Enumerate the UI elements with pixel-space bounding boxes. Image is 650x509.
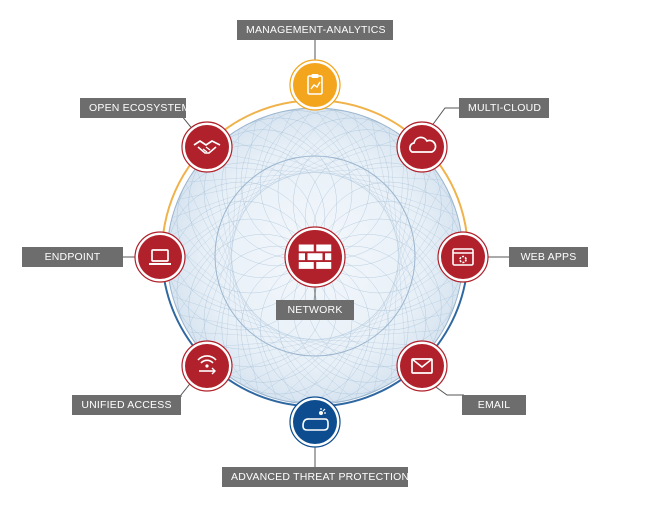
- mesh-chord: [278, 236, 462, 400]
- mesh-chord: [353, 112, 434, 345]
- node-advanced-threat-protection: [289, 396, 341, 448]
- node-disc: [293, 400, 337, 444]
- label-open-ecosystem: OPEN ECOSYSTEM: [80, 98, 190, 118]
- mesh-chord: [167, 238, 354, 400]
- mesh-chord: [178, 149, 419, 200]
- mesh-chord: [336, 181, 444, 403]
- node-unified-access: [181, 340, 233, 392]
- handshake-icon: [193, 139, 221, 154]
- mesh-chord: [258, 119, 464, 254]
- connector-multi-cloud: [430, 107, 460, 128]
- browser-gear-icon: [452, 248, 474, 266]
- node-endpoint: [134, 231, 186, 283]
- mesh-chord: [355, 165, 433, 399]
- node-multi-cloud: [396, 121, 448, 173]
- mesh-chord: [390, 138, 406, 384]
- envelope-icon: [411, 358, 433, 374]
- mesh-chord: [166, 258, 372, 393]
- node-email: [396, 340, 448, 392]
- mesh-chord: [197, 113, 275, 347]
- mesh-chord: [171, 219, 335, 403]
- mesh-chord: [177, 201, 316, 405]
- mesh-chord: [172, 296, 406, 374]
- mesh-chord: [317, 199, 452, 405]
- connector-unified-access: [180, 379, 194, 397]
- mesh-chord: [240, 127, 462, 235]
- nodes-layer: [134, 59, 489, 448]
- mesh-chord: [171, 108, 333, 295]
- mesh-chord: [295, 109, 459, 293]
- mesh-chord: [186, 109, 294, 331]
- label-email: EMAIL: [462, 395, 526, 415]
- label-network: NETWORK: [276, 300, 354, 320]
- node-disc: [400, 125, 444, 169]
- node-open-ecosystem: [181, 121, 233, 173]
- label-management-analytics: MANAGEMENT-ANALYTICS: [237, 20, 393, 40]
- mesh-chord: [187, 331, 433, 347]
- mesh-chord: [168, 112, 352, 276]
- wifi-access-icon: [197, 355, 217, 375]
- inner-ring: [214, 155, 416, 357]
- mesh-chord: [196, 167, 277, 400]
- mesh-chord: [226, 294, 459, 375]
- mesh-chord: [208, 152, 259, 393]
- mesh-chord: [166, 118, 370, 257]
- connector-email: [432, 384, 464, 396]
- label-advanced-threat-protection: ADVANCED THREAT PROTECTION: [222, 467, 409, 487]
- mesh-chord: [185, 183, 296, 403]
- mesh-chord: [171, 137, 404, 218]
- laptop-icon: [149, 249, 171, 265]
- mesh-chord: [373, 151, 420, 392]
- mesh-chord: [186, 163, 432, 183]
- mesh-petal: [293, 129, 442, 278]
- mesh-chord: [198, 329, 444, 349]
- mesh-chord: [222, 139, 242, 385]
- node-web-apps: [437, 231, 489, 283]
- label-web-apps: WEB APPS: [509, 247, 588, 267]
- mesh-chord: [334, 109, 445, 329]
- mesh-chord: [260, 255, 464, 394]
- mesh-chord: [211, 312, 452, 363]
- mesh-chord: [210, 120, 257, 361]
- mesh-chord: [371, 119, 422, 360]
- mesh-petal: [277, 117, 427, 267]
- mesh-chord: [242, 275, 462, 386]
- mesh-chord: [197, 165, 443, 181]
- node-disc: [138, 235, 182, 279]
- node-network: [284, 226, 346, 288]
- mesh-chord: [276, 112, 463, 274]
- cloud-icon: [409, 136, 437, 153]
- label-unified-access: UNIFIED ACCESS: [72, 395, 181, 415]
- label-endpoint: ENDPOINT: [22, 247, 123, 267]
- node-management-analytics: [289, 59, 341, 111]
- mesh-chord: [388, 127, 408, 373]
- fabric-mesh: [166, 107, 464, 405]
- mesh-chord: [178, 107, 313, 313]
- sandbox-threat-icon: [302, 408, 329, 431]
- mesh-chord: [168, 126, 388, 237]
- mesh-chord: [179, 314, 420, 361]
- clipboard-chart-icon: [307, 74, 323, 95]
- label-multi-cloud: MULTI-CLOUD: [459, 98, 549, 118]
- mesh-chord: [314, 107, 453, 311]
- mesh-chord: [224, 128, 240, 374]
- firewall-icon: [298, 244, 332, 269]
- mesh-chord: [168, 277, 390, 385]
- mesh-petal: [304, 144, 454, 294]
- mesh-chord: [210, 151, 451, 198]
- mesh-chord: [224, 138, 458, 216]
- mesh-chord: [297, 217, 459, 404]
